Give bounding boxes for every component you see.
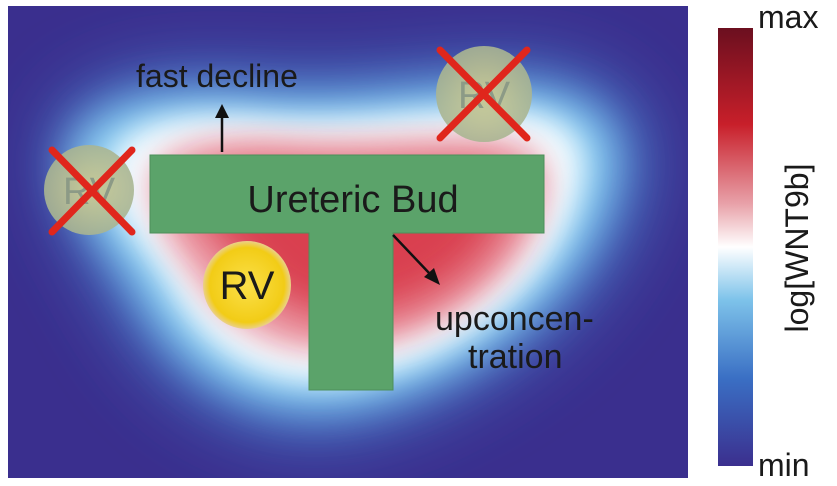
colorbar-min-label: min [758,447,810,483]
cross-mark-icon [436,46,531,142]
fast-decline-label: fast decline [136,58,298,94]
upconcentration-label-line2: tration [468,338,563,376]
colorbar-max-label: max [758,0,818,35]
arrow-icon [215,104,229,152]
ureteric-bud-shape [149,154,545,391]
rv-inactive-left: RV [44,145,136,236]
colorbar: max min log[WNT9b] [718,0,818,483]
arrow-icon [392,234,440,285]
upconcentration-label-line1: upconcen- [435,300,594,338]
rv-active: RV [203,241,291,329]
ureteric-bud-label: Ureteric Bud [247,179,458,221]
colorbar-gradient [718,28,753,466]
rv-active-label: RV [220,264,275,308]
cross-mark-icon [48,146,136,236]
rv-inactive-right: RV [436,46,532,142]
colorbar-title: log[WNT9b] [779,164,815,333]
